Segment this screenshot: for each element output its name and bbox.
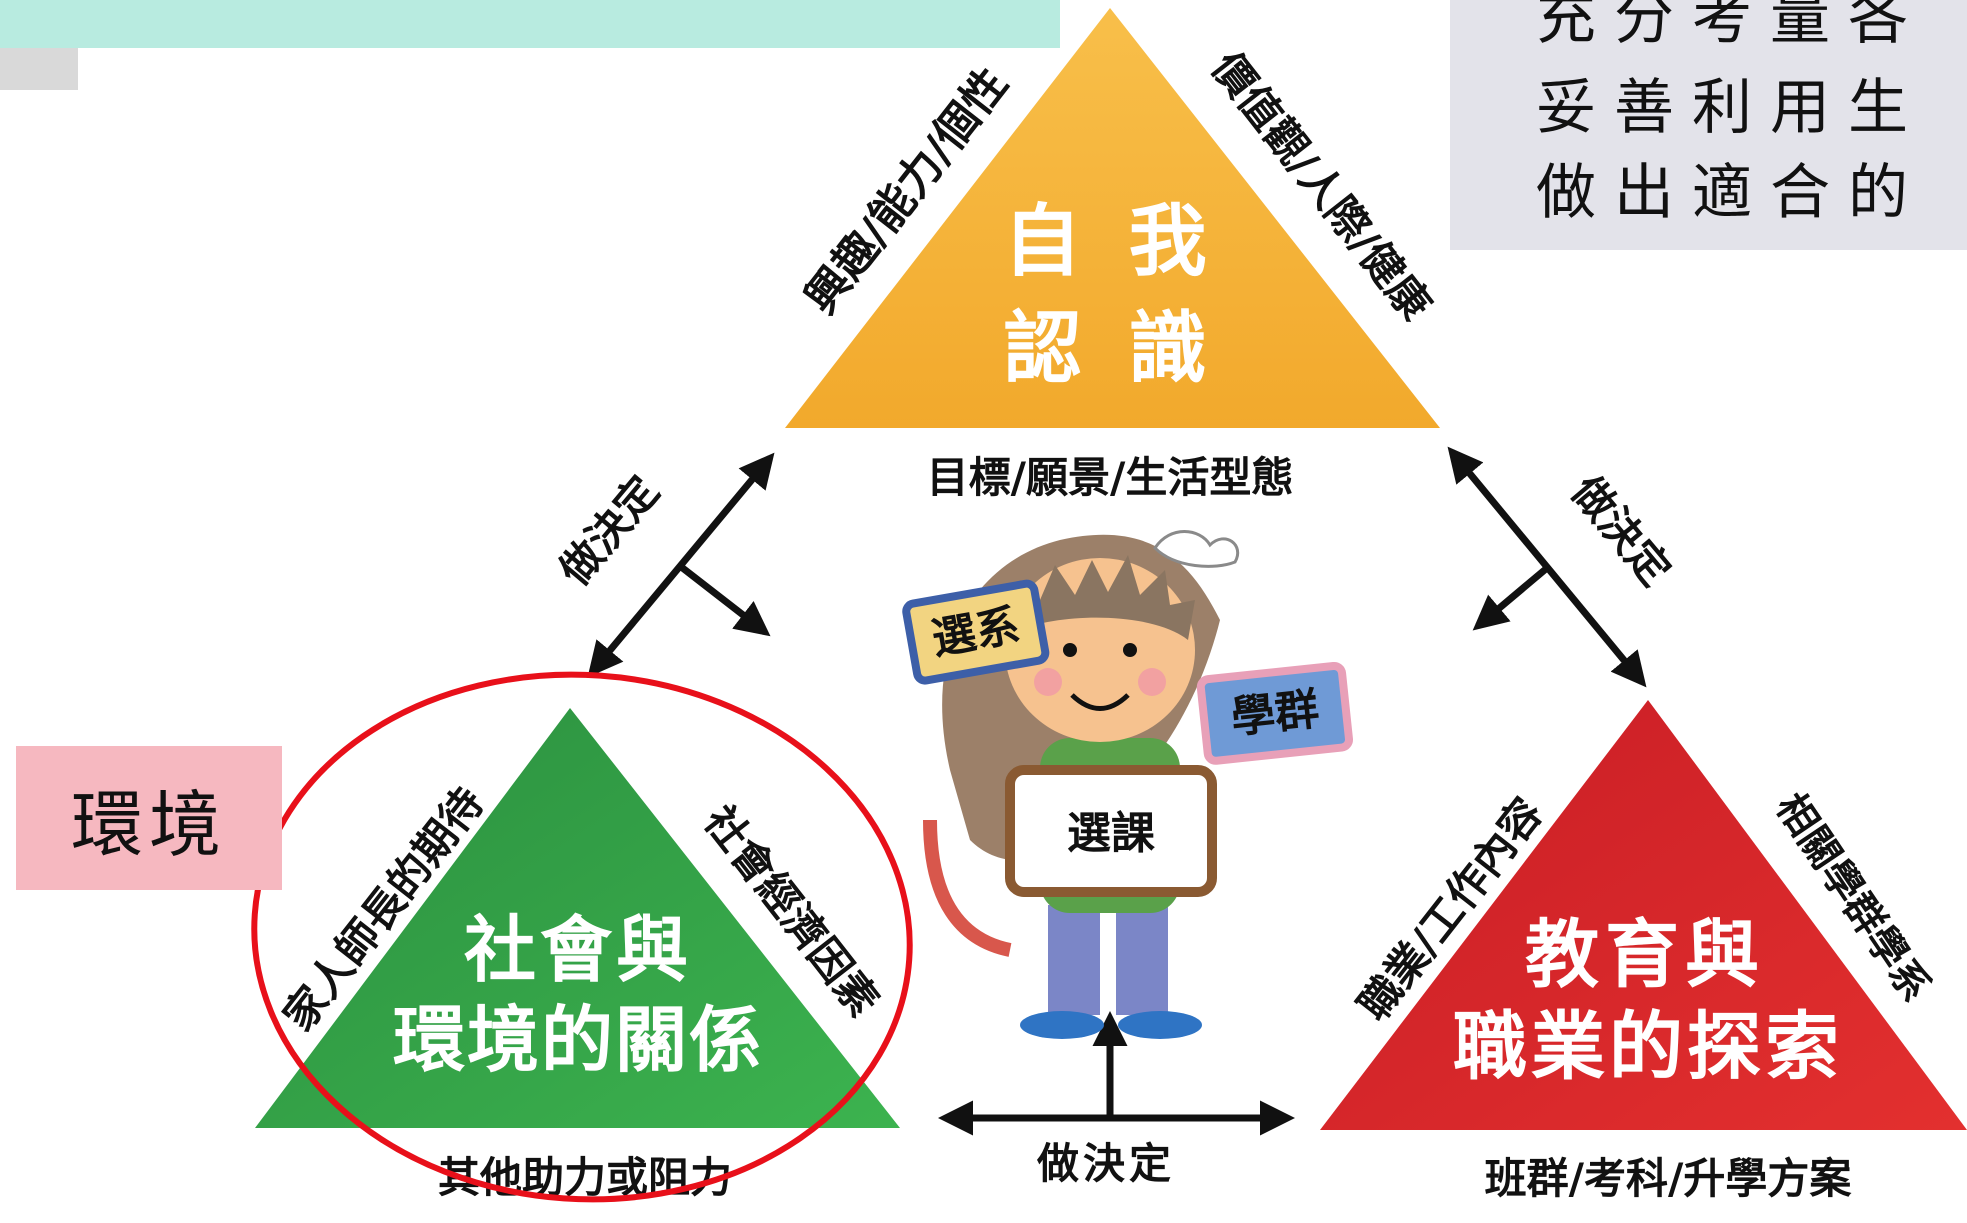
sign-right: 學群 xyxy=(1196,661,1354,765)
left-cheek xyxy=(1034,668,1062,696)
arrow-right-label: 做決定 xyxy=(1561,466,1680,595)
triangle-society-shape xyxy=(255,708,900,1128)
triangle-education-title-1: 教育與 xyxy=(1525,912,1765,998)
smile xyxy=(1070,693,1130,711)
triangle-education-bottom-label: 班群/考科/升學方案 xyxy=(1485,1154,1853,1203)
triangle-society-title-2: 環境的關係 xyxy=(393,998,763,1082)
triangle-self: 自 我 認 識 興趣/能力/個性 價值觀/人際/健康 目標/願景/生活型態 xyxy=(785,8,1441,502)
right-cheek xyxy=(1138,668,1166,696)
child-illustration: 選系 學群 選課 xyxy=(902,530,1354,1039)
right-leg xyxy=(1116,905,1168,1015)
triangle-self-shape xyxy=(785,8,1440,428)
title-band xyxy=(0,0,1060,48)
note-line-2: 妥善利用生 xyxy=(1536,73,1926,143)
triangle-self-title-1: 自 我 xyxy=(1003,197,1216,287)
hair xyxy=(1008,555,1195,640)
triangle-society: 社會與 環境的關係 家人師長的期待 社會經濟因素 其他助力或阻力 xyxy=(255,708,900,1202)
arrow-left xyxy=(587,452,775,678)
triangle-education: 教育與 職業的探索 職業/工作內容 相關學群學系 班群/考科/升學方案 xyxy=(1320,700,1967,1203)
triangle-society-bottom-label: 其他助力或阻力 xyxy=(438,1153,732,1202)
cloud-icon xyxy=(1153,530,1240,568)
left-eye xyxy=(1063,643,1077,657)
highlight-ellipse xyxy=(251,671,913,1203)
arrow-right xyxy=(1447,446,1647,688)
triangle-society-title-1: 社會與 xyxy=(464,908,692,992)
triangle-education-title-2: 職業的探索 xyxy=(1453,1004,1843,1090)
triangle-self-bottom-label: 目標/願景/生活型態 xyxy=(927,453,1294,502)
board-text: 選課 xyxy=(1067,808,1155,859)
arrow-bottom xyxy=(938,1011,1295,1136)
triangle-education-shape xyxy=(1320,700,1967,1130)
sign-right-text: 學群 xyxy=(1229,684,1322,744)
triangle-self-title-2: 認 識 xyxy=(1003,304,1216,394)
note-line-3: 做出適合的 xyxy=(1536,158,1926,228)
note-line-1: 充分考量各 xyxy=(1536,0,1926,53)
right-eye xyxy=(1123,643,1137,657)
arrow-bottom-label: 做決定 xyxy=(1036,1139,1175,1188)
pink-arc xyxy=(923,819,1012,957)
environment-label: 環境 xyxy=(16,746,282,890)
arrow-left-label: 做決定 xyxy=(549,467,668,596)
left-leg xyxy=(1048,905,1100,1015)
right-shoe xyxy=(1118,1011,1202,1039)
sign-left: 選系 xyxy=(902,579,1050,685)
gray-tab xyxy=(0,48,78,90)
note-box: 充分考量各 妥善利用生 做出適合的 xyxy=(1450,0,1967,250)
board xyxy=(1005,765,1217,897)
left-shoe xyxy=(1020,1011,1104,1039)
